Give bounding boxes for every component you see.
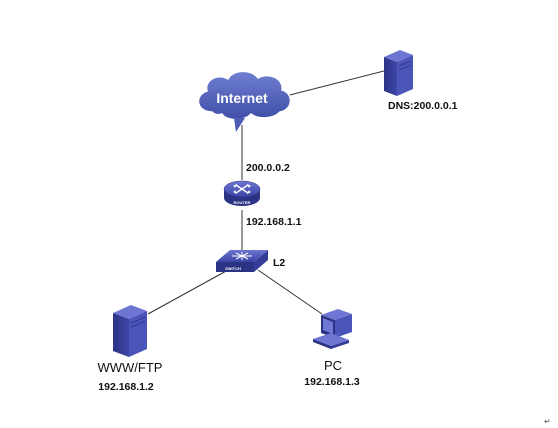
router: ROUTER 200.0.0.2 192.168.1.1: [223, 162, 302, 228]
dns-label: DNS:200.0.0.1: [388, 100, 458, 112]
router-icon-label: ROUTER: [234, 200, 251, 205]
link-switch-pc: [257, 269, 323, 315]
server-icon: [384, 50, 413, 96]
switch-icon-label: SWITCH: [225, 266, 241, 271]
dns-server: DNS:200.0.0.1: [384, 50, 458, 112]
pc-ip: 192.168.1.3: [304, 376, 360, 388]
switch-label: L2: [273, 257, 285, 269]
internet-cloud: Internet: [197, 70, 292, 132]
www-ftp-ip: 192.168.1.2: [98, 381, 154, 393]
switch-icon: SWITCH: [216, 250, 268, 272]
links: [147, 70, 385, 315]
router-icon: ROUTER: [223, 180, 261, 206]
link-switch-www: [147, 269, 229, 315]
server-icon: [113, 305, 147, 357]
router-lan-ip: 192.168.1.1: [246, 216, 302, 228]
pc: PC 192.168.1.3: [304, 309, 360, 388]
cloud-icon: [197, 70, 292, 121]
switch: SWITCH L2: [216, 250, 285, 272]
internet-label: Internet: [216, 90, 268, 106]
router-wan-ip: 200.0.0.2: [246, 162, 290, 174]
www-ftp-server: WWW/FTP 192.168.1.2: [98, 305, 163, 393]
pc-name: PC: [324, 358, 342, 373]
pc-icon: [313, 309, 352, 349]
corner-mark: ↵: [544, 417, 551, 426]
www-ftp-name: WWW/FTP: [98, 360, 163, 375]
link-internet-dns: [277, 70, 385, 99]
